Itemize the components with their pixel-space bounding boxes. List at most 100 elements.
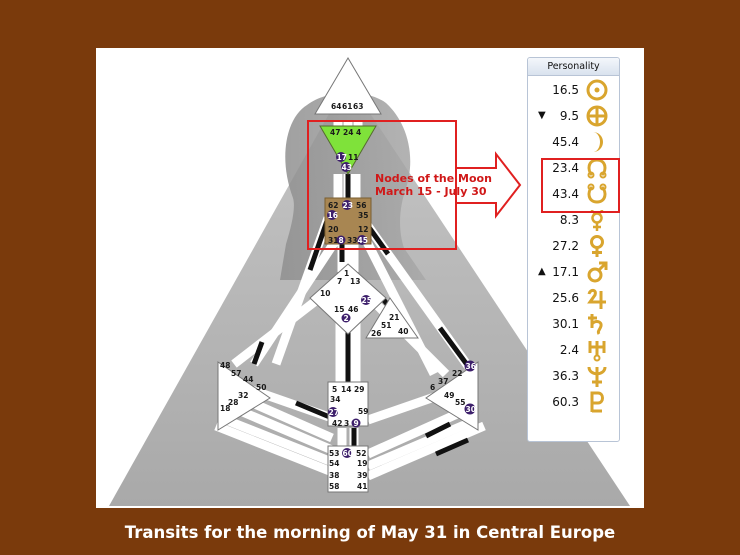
planet-value: 8.3 bbox=[559, 213, 579, 227]
planet-row-earth: ▼ 9.5 bbox=[528, 103, 619, 129]
gate-47: 47 bbox=[330, 128, 340, 137]
neptune-icon bbox=[587, 366, 607, 387]
planet-value: 30.1 bbox=[552, 317, 579, 331]
ego-center: 21 51 26 40 bbox=[365, 297, 419, 339]
gate-24: 24 bbox=[343, 128, 353, 137]
planet-value: 60.3 bbox=[552, 395, 579, 409]
saturn-icon bbox=[588, 314, 603, 335]
gate-14: 14 bbox=[341, 385, 351, 394]
row-arrow: ▲ bbox=[538, 266, 546, 277]
gate-20: 20 bbox=[328, 225, 338, 234]
gate-19: 19 bbox=[357, 459, 367, 468]
gate-45-active: 45 bbox=[358, 236, 368, 245]
gate-13: 13 bbox=[350, 277, 360, 286]
planet-row-neptune: 36.3 bbox=[528, 363, 619, 389]
planet-value: 43.4 bbox=[552, 187, 579, 201]
planet-value: 36.3 bbox=[552, 369, 579, 383]
planet-row-pluto: 60.3 bbox=[528, 389, 619, 415]
uranus-icon bbox=[588, 341, 606, 362]
gate-27-active: 27 bbox=[329, 408, 339, 417]
gate-52: 52 bbox=[356, 449, 366, 458]
planet-row-moon: 45.4 bbox=[528, 129, 619, 155]
caption: Transits for the morning of May 31 in Ce… bbox=[124, 523, 616, 542]
row-arrow: ▼ bbox=[538, 110, 546, 121]
gate-55: 55 bbox=[455, 398, 465, 407]
gate-32: 32 bbox=[238, 391, 248, 400]
head-center: 64 61 63 bbox=[314, 57, 382, 115]
gate-9-active: 9 bbox=[354, 419, 359, 428]
gate-63: 63 bbox=[353, 102, 363, 111]
gate-35: 35 bbox=[358, 211, 368, 220]
planet-value: 16.5 bbox=[552, 83, 579, 97]
throat-center: 62 23 56 16 35 20 12 31 8 33 45 bbox=[324, 197, 372, 245]
gate-1: 1 bbox=[344, 269, 349, 278]
sacral-center: 5 14 29 34 27 59 42 3 9 bbox=[327, 381, 369, 428]
callout-text: Nodes of the Moon March 15 - July 30 bbox=[375, 172, 515, 198]
planet-value: 9.5 bbox=[559, 109, 579, 123]
solar-plexus-center: 36 22 37 6 49 55 30 bbox=[425, 360, 479, 431]
gate-22: 22 bbox=[452, 369, 462, 378]
gate-34: 34 bbox=[330, 395, 340, 404]
gate-62: 62 bbox=[328, 201, 338, 210]
gate-40: 40 bbox=[398, 327, 408, 336]
gate-59: 59 bbox=[358, 407, 368, 416]
gate-7: 7 bbox=[337, 277, 342, 286]
venus-icon bbox=[590, 235, 604, 257]
gate-16-active: 16 bbox=[328, 211, 338, 220]
personality-panel: Personality 16.5 ▼ 9.5 45.4 23.4 bbox=[527, 57, 620, 442]
gate-39: 39 bbox=[357, 471, 367, 480]
g-center: 1 7 13 10 15 46 25 2 bbox=[309, 263, 387, 335]
gate-6: 6 bbox=[430, 383, 435, 392]
callout-line-1: Nodes of the Moon bbox=[375, 172, 492, 185]
gate-11: 11 bbox=[348, 153, 358, 162]
gate-54: 54 bbox=[329, 459, 339, 468]
planet-row-venus: 27.2 bbox=[528, 233, 619, 259]
planet-row-north-node: 23.4 bbox=[528, 155, 619, 181]
earth-icon bbox=[586, 105, 608, 127]
gate-30-active: 30 bbox=[466, 405, 476, 414]
gate-29: 29 bbox=[354, 385, 364, 394]
planet-value: 45.4 bbox=[552, 135, 579, 149]
gate-25-active: 25 bbox=[362, 296, 372, 305]
gate-2-active: 2 bbox=[344, 314, 349, 323]
gate-31: 31 bbox=[328, 236, 338, 245]
gate-48: 48 bbox=[220, 361, 230, 370]
planet-row-sun: 16.5 bbox=[528, 77, 619, 103]
planet-row-mars: ▲ 17.1 bbox=[528, 259, 619, 285]
gate-56: 56 bbox=[356, 201, 366, 210]
planet-value: 25.6 bbox=[552, 291, 579, 305]
callout-line-2: March 15 - July 30 bbox=[375, 185, 487, 198]
north-node-icon bbox=[587, 158, 607, 179]
callout-arrow bbox=[456, 151, 522, 219]
gate-64: 64 bbox=[331, 102, 341, 111]
root-center: 53 60 52 54 19 38 39 58 41 bbox=[327, 445, 369, 493]
gate-57: 57 bbox=[231, 369, 241, 378]
gate-42: 42 bbox=[332, 419, 342, 428]
gate-10: 10 bbox=[320, 289, 330, 298]
callout-box bbox=[307, 120, 457, 250]
gate-51: 51 bbox=[381, 321, 391, 330]
gate-50: 50 bbox=[256, 383, 266, 392]
jupiter-icon bbox=[587, 288, 606, 309]
mercury-icon bbox=[590, 209, 604, 231]
gate-12: 12 bbox=[358, 225, 368, 234]
mars-icon bbox=[587, 261, 608, 283]
gate-61: 61 bbox=[342, 102, 352, 111]
gate-41: 41 bbox=[357, 482, 367, 491]
gate-46: 46 bbox=[348, 305, 358, 314]
planet-row-mercury: 8.3 bbox=[528, 207, 619, 233]
gate-21: 21 bbox=[389, 313, 399, 322]
gate-5: 5 bbox=[332, 385, 337, 394]
gate-38: 38 bbox=[329, 471, 339, 480]
planet-value: 27.2 bbox=[552, 239, 579, 253]
callout-annotation bbox=[307, 120, 522, 250]
planet-value: 23.4 bbox=[552, 161, 579, 175]
sun-icon bbox=[586, 79, 608, 101]
bodygraph-diagram: 64 61 63 47 24 4 17 11 43 62 23 56 16 35… bbox=[109, 57, 630, 506]
panel-title: Personality bbox=[528, 58, 619, 76]
gate-28: 28 bbox=[228, 398, 238, 407]
gate-43-active: 43 bbox=[342, 163, 352, 172]
planet-row-south-node: 43.4 bbox=[528, 181, 619, 207]
gate-4: 4 bbox=[356, 128, 361, 137]
moon-icon bbox=[593, 132, 603, 152]
